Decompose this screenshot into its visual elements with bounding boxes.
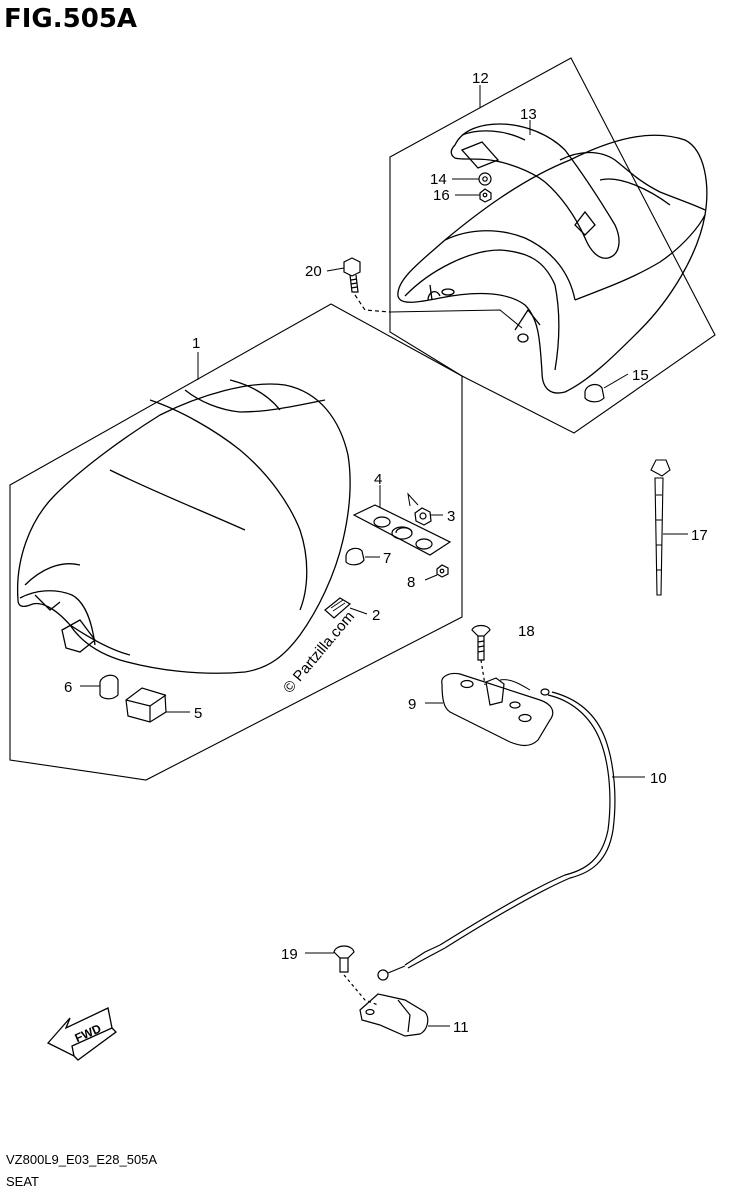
figure-title: FIG.505A	[4, 4, 138, 34]
callout-5: 5	[194, 705, 202, 722]
callout-4: 4	[374, 471, 382, 488]
callout-8: 8	[407, 574, 415, 591]
callout-2: 2	[372, 607, 380, 624]
fwd-direction-badge: FWD	[46, 1007, 117, 1061]
callout-12: 12	[472, 70, 489, 87]
cable-10-part	[377, 688, 616, 981]
callout-9: 9	[408, 696, 416, 713]
screw-18-part	[471, 624, 491, 686]
callout-7: 7	[383, 550, 391, 567]
callout-18: 18	[518, 623, 535, 640]
cushion-7-part	[345, 547, 365, 566]
lock-bracket-4-part	[352, 504, 452, 556]
front-seat-part	[16, 379, 351, 674]
callout-11: 11	[453, 1019, 469, 1036]
callout-10: 10	[650, 770, 667, 787]
hook-11-part	[359, 993, 429, 1037]
nut-3-part	[407, 492, 432, 526]
callout-1: 1	[192, 335, 200, 352]
callout-numbers: 1 2 3 4 5 6 7 8 9 10 11 12 13 14 15 16 1…	[64, 70, 708, 1036]
front-seat-group-box	[9, 303, 463, 781]
seat-lock-9-part	[441, 672, 554, 747]
grab-rail-part	[450, 123, 620, 259]
leader-lines	[80, 85, 688, 1027]
nut-16-part	[479, 188, 492, 203]
watermark-text: © Partzilla.com	[280, 608, 358, 696]
label-2-part	[324, 597, 352, 619]
callout-17: 17	[691, 527, 708, 544]
cushion-5-part	[125, 687, 167, 723]
callout-3: 3	[447, 508, 455, 525]
callout-15: 15	[632, 367, 649, 384]
callout-19: 19	[281, 946, 298, 963]
rear-seat-part	[397, 134, 708, 394]
nut-8-part	[436, 564, 449, 578]
strap-17-part	[650, 459, 671, 596]
callout-13: 13	[520, 106, 537, 123]
rear-seat-group-box	[389, 57, 716, 434]
cushion-15-part	[584, 383, 605, 403]
callout-14: 14	[430, 171, 447, 188]
screw-19-part	[333, 945, 379, 1006]
diagram-code: VZ800L9_E03_E28_505A	[6, 1152, 158, 1167]
callout-16: 16	[433, 187, 450, 204]
callout-6: 6	[64, 679, 72, 696]
bolt-20-part	[343, 257, 523, 329]
diagram-name: SEAT	[6, 1174, 39, 1189]
washer-14-part	[478, 172, 492, 186]
callout-20: 20	[305, 263, 322, 280]
cushion-6-part	[99, 674, 119, 700]
